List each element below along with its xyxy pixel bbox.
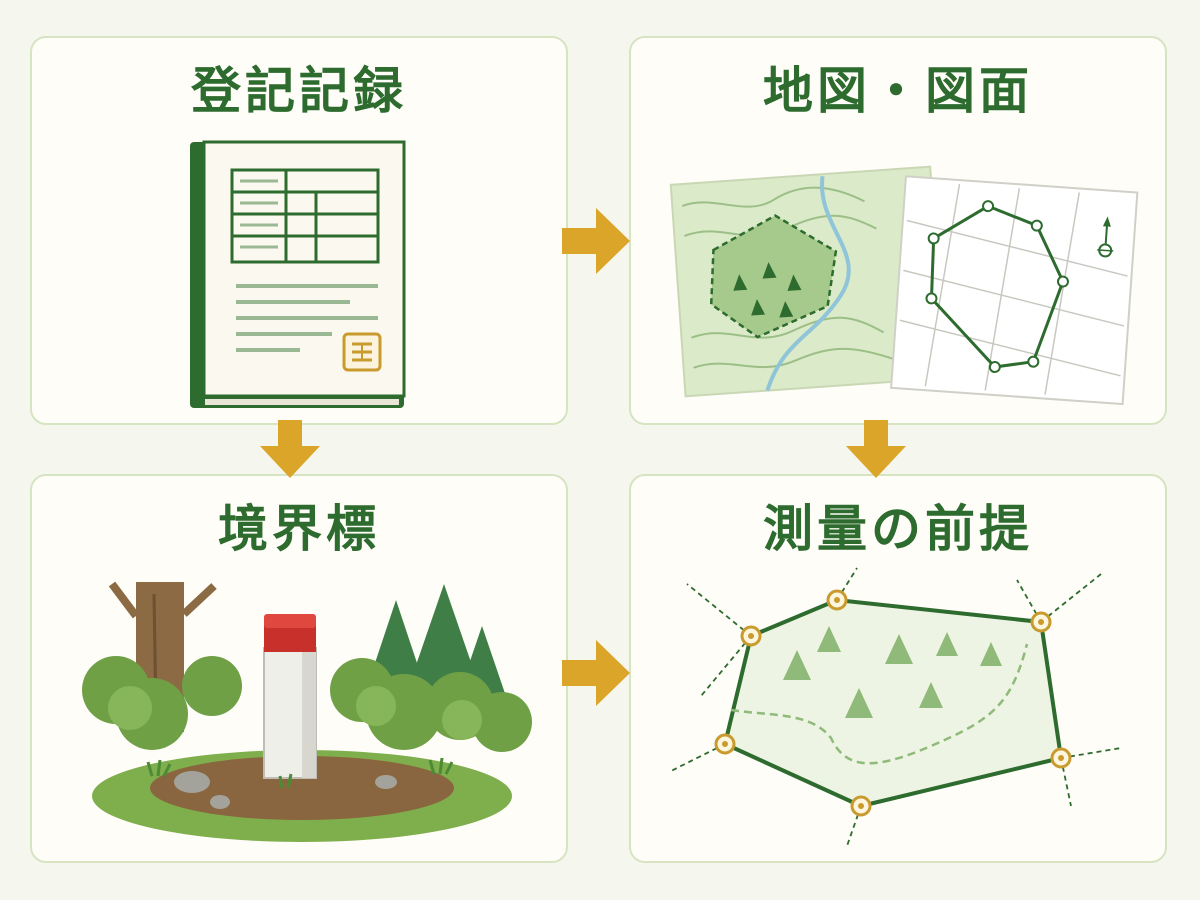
panel-maps: 地図・図面 [629,36,1167,425]
plat-drawing-icon [890,175,1139,406]
panel-title-registry: 登記記録 [191,62,407,120]
compass-icon [1097,216,1114,258]
panel-registry: 登記記録 [30,36,568,425]
survey-polygon-icon [668,567,1122,847]
survey-trees-icon [783,626,1002,718]
map-drawing-icon [669,165,1139,406]
arrow-right-icon [562,640,630,706]
panel-title-marker: 境界標 [218,500,380,558]
seal-icon [342,332,382,372]
arrow-down-icon [846,420,906,478]
stones-icon [174,771,397,809]
registry-book-icon [190,140,406,408]
survey-points-icon [714,589,1072,817]
arrow-down-icon [260,420,320,478]
arrow-right-icon [562,208,630,274]
topographic-map-icon [669,165,947,398]
panel-title-survey: 測量の前提 [763,500,1033,558]
marker-post-icon [263,614,317,779]
boundary-marker-icon [82,581,532,842]
panel-boundary-marker: 境界標 [30,474,568,863]
panel-title-maps: 地図・図面 [763,62,1033,120]
panel-survey-premise: 測量の前提 [629,474,1167,863]
